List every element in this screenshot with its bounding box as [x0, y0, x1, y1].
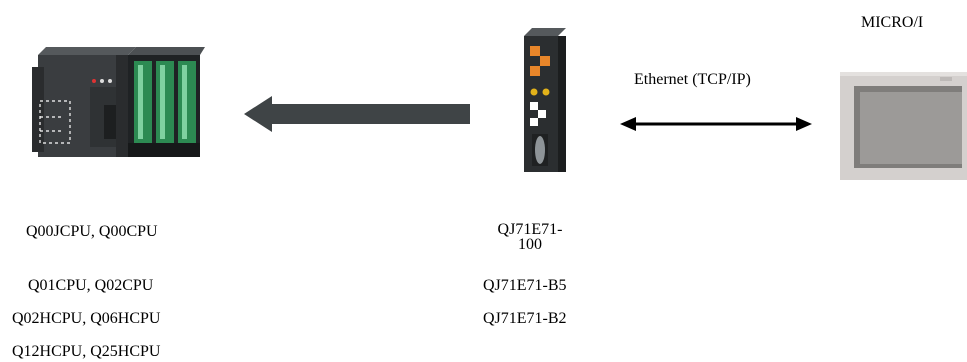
cpu-model-label: Q00JCPU, Q00CPU	[26, 223, 158, 240]
ethernet-unit-illustration	[524, 28, 566, 172]
ethernet-unit-model-label: QJ71E71-B2	[483, 310, 567, 327]
plc-rack-illustration	[32, 47, 205, 157]
cpu-model-label: Q01CPU, Q02CPU	[28, 277, 154, 294]
cpu-model-label: Q12HCPU, Q25HCPU	[12, 343, 161, 360]
hmi-panel-illustration	[840, 72, 967, 180]
ethernet-unit-model-label: QJ71E71- 100	[497, 221, 563, 253]
ethernet-link-arrow	[620, 117, 812, 131]
data-flow-arrow	[244, 96, 470, 132]
hmi-name-label: MICRO/I	[861, 14, 924, 31]
cpu-model-label: Q02HCPU, Q06HCPU	[12, 310, 161, 327]
ethernet-unit-model-label: QJ71E71-B5	[483, 277, 567, 294]
ethernet-label: Ethernet (TCP/IP)	[634, 71, 751, 88]
